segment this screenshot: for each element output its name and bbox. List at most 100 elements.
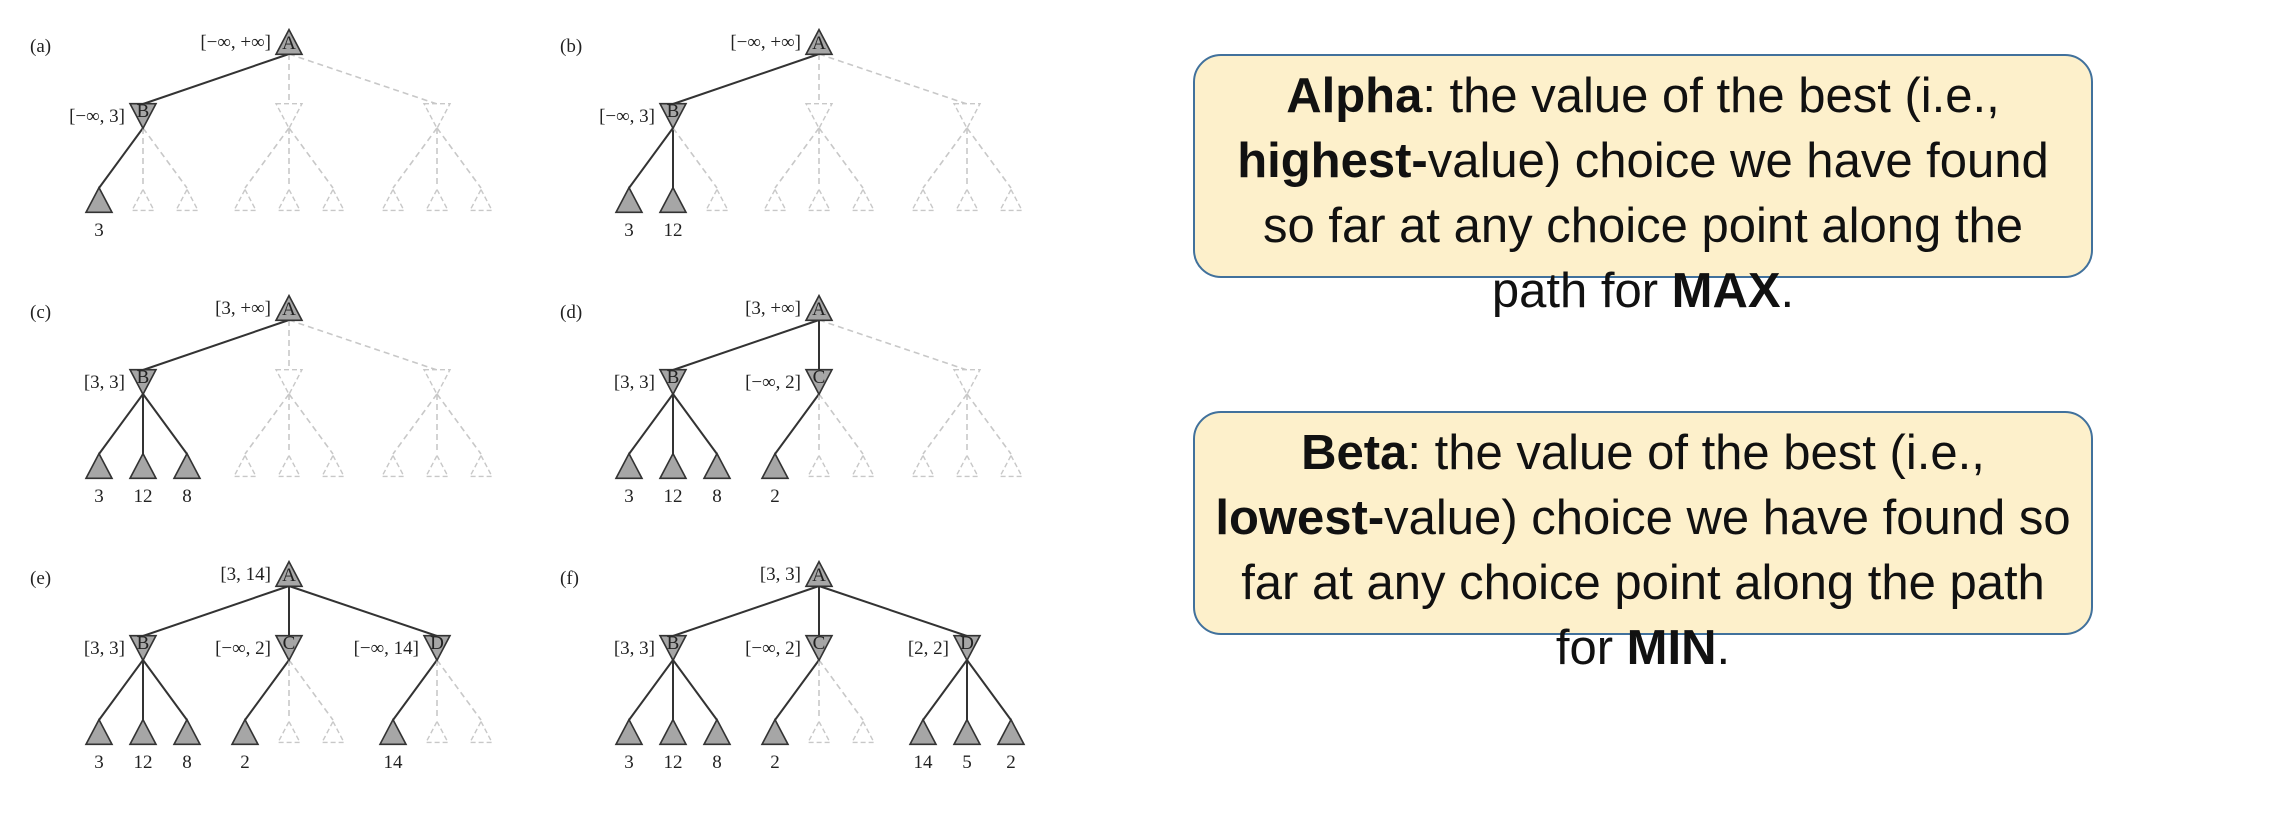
leaf-node	[702, 717, 732, 746]
node-id-label: C	[813, 633, 826, 654]
leaf-node	[910, 188, 936, 212]
max-node	[804, 27, 834, 56]
tree-edge	[98, 127, 144, 189]
min-node	[952, 634, 982, 663]
leaf-node	[702, 451, 732, 480]
leaf-value-label: 14	[384, 752, 404, 773]
alpha-definition-box: Alpha: the value of the best (i.e., high…	[1193, 54, 2093, 318]
leaf-node	[614, 717, 644, 746]
leaf-value-label: 12	[664, 486, 683, 507]
tree-edge	[142, 53, 290, 105]
leaf-node	[998, 454, 1024, 478]
node-id-label: A	[282, 33, 296, 54]
root-bound-label: [3, 3]	[760, 564, 801, 585]
panel-label: (d)	[560, 302, 582, 323]
tree-edge	[922, 659, 968, 721]
tree-edge	[922, 393, 968, 455]
tree-edge	[288, 319, 438, 371]
tree-edge	[774, 127, 820, 189]
tree-edge	[966, 659, 1012, 721]
alpha-beta-tree-diagrams: (a)A[−∞, +∞]B[−∞, 3]3(b)A[−∞, +∞]B[−∞, 3…	[30, 27, 1026, 773]
beta-end: .	[1716, 621, 1731, 675]
leaf-node	[84, 185, 114, 214]
max-node	[274, 293, 304, 322]
leaf-node	[320, 454, 346, 478]
tree-edge	[966, 393, 1012, 455]
leaf-value-label: 12	[134, 752, 153, 773]
tree-panel: (a)A[−∞, +∞]B[−∞, 3]3	[30, 27, 494, 241]
tree-edge	[672, 585, 820, 637]
leaf-value-label: 3	[624, 752, 634, 773]
tree-edge	[288, 127, 334, 189]
tree-edge	[818, 53, 968, 105]
leaf-node	[908, 717, 938, 746]
leaf-value-label: 3	[94, 486, 104, 507]
tree-edge	[98, 659, 144, 721]
tree-edge	[244, 659, 290, 721]
node-id-label: A	[282, 299, 296, 320]
beta-player: MIN	[1626, 621, 1717, 675]
node-id-label: A	[812, 33, 826, 54]
leaf-node	[762, 188, 788, 212]
min-node	[274, 634, 304, 663]
leaf-node	[380, 454, 406, 478]
min-node	[128, 368, 158, 397]
leaf-value-label: 2	[240, 752, 250, 773]
tree-edge	[436, 393, 482, 455]
tree-edge	[244, 127, 290, 189]
min-node	[274, 102, 304, 130]
tree-edge	[142, 585, 290, 637]
tree-edge	[774, 659, 820, 721]
tree-edge	[774, 393, 820, 455]
leaf-node	[172, 717, 202, 746]
alpha-text-1: : the value of the best (i.e.,	[1422, 69, 2000, 123]
leaf-node	[174, 188, 200, 212]
min-bound-label: [−∞, 2]	[745, 638, 801, 659]
beta-emphasis: lowest-	[1215, 491, 1385, 545]
leaf-node	[954, 454, 980, 478]
max-node	[274, 27, 304, 56]
tree-edge	[288, 585, 438, 637]
tree-edge	[392, 393, 438, 455]
node-id-label: B	[667, 633, 680, 654]
tree-edge	[142, 319, 290, 371]
leaf-node	[172, 451, 202, 480]
leaf-value-label: 2	[770, 486, 780, 507]
min-node	[804, 634, 834, 663]
tree-edge	[672, 393, 718, 455]
root-bound-label: [3, 14]	[220, 564, 271, 585]
min-node	[658, 102, 688, 131]
tree-edge	[818, 585, 968, 637]
node-id-label: D	[430, 633, 444, 654]
leaf-node	[276, 454, 302, 478]
tree-edge	[672, 127, 718, 189]
leaf-value-label: 3	[624, 486, 634, 507]
node-id-label: C	[813, 367, 826, 388]
min-node	[804, 368, 834, 397]
leaf-node	[996, 717, 1026, 746]
leaf-node	[760, 717, 790, 746]
tree-edge	[672, 659, 718, 721]
leaf-node	[468, 188, 494, 212]
min-node	[658, 634, 688, 663]
panel-label: (b)	[560, 36, 582, 57]
leaf-node	[128, 717, 158, 746]
leaf-node	[320, 720, 346, 744]
leaf-value-label: 8	[712, 752, 722, 773]
node-id-label: A	[282, 565, 296, 586]
tree-edge	[392, 659, 438, 721]
leaf-node	[232, 454, 258, 478]
min-bound-label: [3, 3]	[614, 638, 655, 659]
min-node	[658, 368, 688, 397]
max-node	[804, 293, 834, 322]
panel-label: (f)	[560, 568, 579, 589]
tree-edge	[436, 659, 482, 721]
tree-edge	[818, 319, 968, 371]
alpha-term: Alpha	[1286, 69, 1423, 123]
leaf-node	[468, 454, 494, 478]
tree-edge	[818, 659, 864, 721]
leaf-value-label: 8	[182, 752, 192, 773]
